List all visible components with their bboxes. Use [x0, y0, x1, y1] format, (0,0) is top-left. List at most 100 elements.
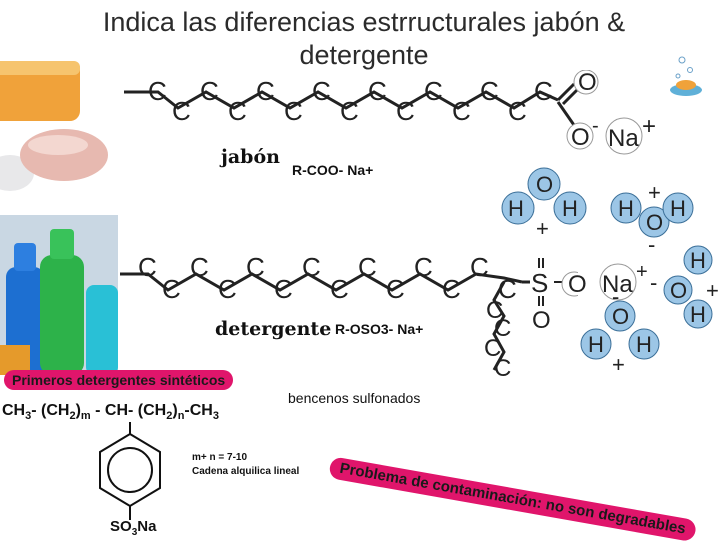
water-charge: +	[536, 216, 549, 241]
soap-carbon-atoms: C C C C C C C C C C C C C C C	[148, 76, 553, 126]
carbon-atom: C	[494, 355, 511, 382]
formula-fragment: )	[75, 402, 81, 419]
soap-carbon-chain	[124, 90, 559, 110]
formula-fragment: -CH	[184, 402, 213, 419]
sulfur-symbol: S	[531, 268, 548, 298]
carbon-atom: C	[480, 76, 499, 106]
formula-subscript: 3	[212, 410, 219, 423]
water-charge: +	[648, 180, 661, 205]
water-charge: -	[612, 284, 619, 309]
benzene-ring-diagram	[99, 422, 161, 520]
carbon-atom: C	[442, 274, 461, 304]
green-bottle	[40, 255, 84, 375]
title-line-1: Indica las diferencias estrructurales ja…	[102, 7, 626, 37]
water-oxygen-bubble	[604, 300, 636, 332]
carbon-atom: C	[190, 252, 209, 282]
synthetic-detergents-banner: Primeros detergentes sintéticos	[4, 370, 234, 390]
water-oxygen-bubble	[638, 206, 670, 238]
sodium-circle	[599, 263, 637, 301]
formula-subscript: m	[80, 410, 91, 423]
carbon-atom: C	[484, 335, 501, 362]
water-charge: -	[648, 232, 655, 257]
branch-carbon-atoms: C C C C	[484, 297, 511, 382]
soap-label: jabón	[221, 146, 280, 168]
water-hydrogen-bubble	[628, 328, 660, 360]
formula-fragment: SO	[110, 518, 132, 535]
alkylbenzene-formula: CH3- (CH2)m - CH- (CH2)n-CH3	[2, 402, 219, 422]
carbon-atom: C	[148, 76, 167, 106]
soap-molecule-diagram: C C C C C C C C C C C C C C C O O - Na +	[124, 70, 656, 155]
formula-fragment: )	[172, 402, 178, 419]
carbon-atom: C	[368, 76, 387, 106]
double-bond	[561, 86, 581, 106]
formula-fragment: - CH- (CH	[90, 402, 167, 419]
sodium-charge: +	[636, 261, 648, 283]
cyan-bottle	[86, 285, 118, 375]
water-hydrogen-bubble	[683, 245, 713, 275]
water-hydrogen-symbol: H	[618, 196, 634, 221]
water-oxygen-bubble	[527, 167, 561, 201]
water-charge: +	[612, 352, 625, 377]
bubble-icon	[687, 67, 693, 73]
water-hydrogen-symbol: H	[690, 302, 706, 327]
carbon-atom: C	[312, 76, 331, 106]
carbon-atom: C	[330, 274, 349, 304]
carbon-atom: C	[246, 252, 265, 282]
carbon-atom: C	[452, 96, 471, 126]
formula-fragment: CH	[2, 402, 26, 419]
aromatic-circle	[107, 447, 153, 493]
detergent-carbon-atoms: C C C C C C C C C C C C C C	[138, 252, 517, 304]
single-bond	[556, 101, 578, 129]
carbon-atom: C	[162, 274, 181, 304]
carbon-atom: C	[386, 274, 405, 304]
carbon-atom: C	[358, 252, 377, 282]
alkyl-chain-note: m+ n = 7-10 Cadena alquilica lineal	[192, 451, 299, 479]
carbon-atom: C	[414, 252, 433, 282]
carbon-atom: C	[470, 252, 489, 282]
sodium-circle	[605, 117, 643, 155]
linear-chain-note: Cadena alquilica lineal	[192, 466, 300, 477]
water-hydrogen-bubble	[553, 191, 587, 225]
water-hydrogen-symbol: H	[562, 196, 578, 221]
formula-fragment: Na	[137, 518, 157, 535]
oxide-charge: -	[592, 115, 599, 137]
soap-bars-image	[0, 61, 108, 191]
formula-subscript: 2	[166, 410, 173, 423]
sodium-symbol: Na	[602, 271, 633, 298]
water-hydrogen-bubble	[501, 191, 535, 225]
formula-subscript: 3	[131, 527, 138, 538]
detergent-formula: R-OSO3- Na+	[335, 321, 424, 337]
sulfonate-group: SO3Na	[110, 518, 156, 538]
sulfonated-benzenes-label: bencenos sulfonados	[288, 390, 421, 406]
detergent-label: detergente	[215, 318, 332, 340]
water-hydrogen-symbol: H	[690, 248, 706, 273]
formula-subscript: n	[177, 410, 185, 423]
chain-length-note: m+ n = 7-10	[192, 452, 248, 463]
hydration-shell-diagram: O H H + H O H + - Na + H O H + - O H H +…	[501, 167, 719, 377]
carbon-atom: C	[340, 96, 359, 126]
water-hydrogen-symbol: H	[508, 196, 524, 221]
pink-soap-highlight	[28, 135, 88, 155]
oxide-symbol: O	[571, 124, 590, 151]
carbon-atom: C	[138, 252, 157, 282]
carbon-atom: C	[228, 96, 247, 126]
detergent-oxide-group: O	[568, 271, 587, 298]
soap-icon	[676, 80, 696, 90]
branch-chain	[492, 281, 506, 371]
carbon-atom: C	[494, 315, 511, 342]
detergent-bottles-image	[0, 215, 118, 375]
water-hydrogen-symbol: H	[588, 332, 604, 357]
water-oxygen-symbol: O	[646, 210, 663, 235]
sulfonyl-oxygen-bottom: O	[532, 307, 551, 334]
carbon-atom: C	[486, 297, 503, 324]
water-oxygen-bubble	[663, 275, 693, 305]
water-oxygen-symbol: O	[670, 278, 687, 303]
water-hydrogen-bubble	[683, 299, 713, 329]
oxide-symbol: O	[568, 271, 587, 298]
water-molecule: O H H +	[501, 167, 587, 241]
carbonyl-oxygen-symbol: O	[578, 70, 597, 96]
water-hydrogen-symbol: H	[670, 196, 686, 221]
carbon-atom: C	[274, 274, 293, 304]
pollution-banner: Problema de contaminación: no son degrad…	[328, 456, 698, 543]
water-hydrogen-symbol: H	[636, 332, 652, 357]
